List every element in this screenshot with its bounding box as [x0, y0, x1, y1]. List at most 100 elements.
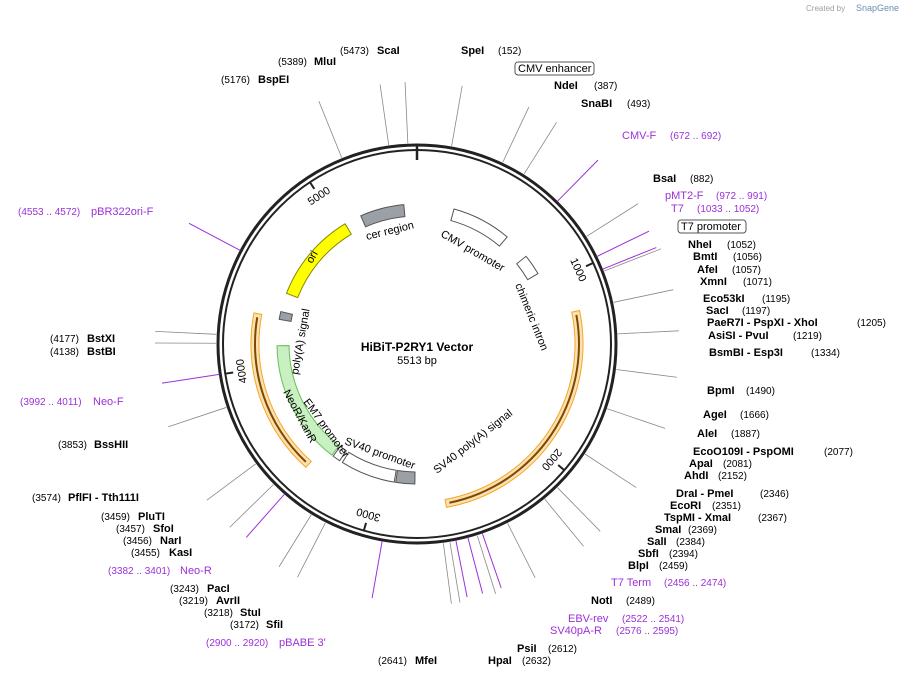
enzyme-leader-line [507, 523, 536, 579]
enzyme-pos: (2367) [758, 513, 787, 524]
enzyme-label[interactable]: KasI [169, 547, 192, 559]
enzyme-label[interactable]: SpeI [461, 45, 484, 57]
enzyme-label[interactable]: EcoRI [670, 500, 701, 512]
enzyme-label[interactable]: PaeR7I - PspXI - XhoI [707, 317, 818, 329]
enzyme-label[interactable]: AsiSI - PvuI [708, 330, 769, 342]
enzyme-label[interactable]: BstBI [87, 346, 116, 358]
enzyme-label[interactable]: SmaI [655, 524, 681, 536]
enzyme-label[interactable]: SbfI [638, 548, 659, 560]
enzyme-label[interactable]: SfoI [153, 523, 174, 535]
feature-label-ori: ori [304, 249, 321, 266]
primer-label[interactable]: pBABE 3' [279, 637, 326, 649]
tick-label: 1000 [567, 256, 588, 283]
enzyme-label[interactable]: EcoO109I - PspOMI [693, 446, 794, 458]
enzyme-label[interactable]: NheI [688, 239, 712, 251]
primer-label[interactable]: SV40pA-R [550, 625, 602, 637]
enzyme-label[interactable]: AvrII [216, 595, 240, 607]
enzyme-pos: (882) [690, 174, 713, 185]
primer-label[interactable]: CMV-F [622, 130, 657, 142]
enzyme-label[interactable]: TspMI - XmaI [664, 512, 731, 524]
enzyme-leader-line [206, 463, 256, 501]
primer-label[interactable]: T7 Term [611, 577, 651, 589]
enzyme-pos: (1666) [740, 410, 769, 421]
enzyme-pos: (4138) [50, 347, 79, 358]
enzyme-label[interactable]: MluI [314, 56, 336, 68]
enzyme-label[interactable]: SacI [706, 305, 729, 317]
primer-leader-line [161, 373, 220, 384]
primer-leader-line [455, 540, 468, 598]
enzyme-label[interactable]: MfeI [415, 655, 437, 667]
enzyme-pos: (4177) [50, 334, 79, 345]
enzyme-label[interactable]: AfeI [697, 264, 718, 276]
enzyme-leader-line [502, 106, 530, 163]
enzyme-label[interactable]: NarI [160, 535, 181, 547]
enzyme-label[interactable]: SnaBI [581, 98, 612, 110]
enzyme-label[interactable]: NotI [591, 595, 612, 607]
feature-arc [395, 469, 416, 485]
enzyme-pos: (2612) [548, 644, 577, 655]
enzyme-label[interactable]: ScaI [377, 45, 400, 57]
enzyme-label[interactable]: NdeI [554, 80, 578, 92]
enzyme-pos: (1205) [857, 318, 886, 329]
primer-label[interactable]: Neo-R [180, 565, 212, 577]
enzyme-label[interactable]: BpmI [707, 385, 735, 397]
enzyme-label[interactable]: StuI [240, 607, 261, 619]
enzyme-pos: (3243) [170, 584, 199, 595]
enzyme-leader-line [613, 289, 674, 303]
enzyme-label[interactable]: DraI - PmeI [676, 488, 733, 500]
enzyme-label[interactable]: BmtI [693, 251, 717, 263]
enzyme-label[interactable]: XmnI [700, 276, 727, 288]
enzyme-label[interactable]: Eco53kI [703, 293, 745, 305]
orf-band [444, 309, 584, 508]
enzyme-pos: (1052) [727, 240, 756, 251]
enzyme-label[interactable]: PluTI [138, 511, 165, 523]
enzyme-pos: (1197) [742, 306, 770, 317]
primer-leader-line [602, 247, 657, 270]
enzyme-label[interactable]: BlpI [628, 560, 649, 572]
primer-label[interactable]: T7 [671, 203, 684, 215]
primer-range: (4553 .. 4572) [18, 207, 80, 218]
enzyme-label[interactable]: AhdI [684, 470, 708, 482]
enzyme-label[interactable]: BspEI [258, 74, 289, 86]
label-layer: SpeI (152) NdeI (387) SnaBI (493) CMV-F … [18, 45, 886, 667]
enzyme-label[interactable]: AleI [697, 428, 717, 440]
enzyme-label[interactable]: SfiI [266, 619, 283, 631]
enzyme-leader-line [318, 100, 343, 158]
enzyme-label[interactable]: BssHII [94, 439, 128, 451]
enzyme-leader-line [168, 407, 227, 428]
enzyme-label[interactable]: HpaI [488, 655, 512, 667]
cmv-enhancer-label: CMV enhancer [518, 63, 592, 75]
enzyme-label[interactable]: ApaI [689, 458, 713, 470]
primer-label[interactable]: pBR322ori-F [91, 206, 154, 218]
enzyme-pos: (3219) [179, 596, 208, 607]
primer-range: (3992 .. 4011) [20, 397, 82, 408]
enzyme-pos: (387) [594, 81, 617, 92]
feature-arc [278, 310, 294, 323]
enzyme-pos: (3457) [116, 524, 145, 535]
tick-mark [225, 371, 234, 375]
enzyme-label[interactable]: BsmBI - Esp3I [709, 347, 783, 359]
enzyme-label[interactable]: AgeI [703, 409, 727, 421]
enzyme-label[interactable]: PacI [207, 583, 230, 595]
primer-label[interactable]: EBV-rev [568, 613, 609, 625]
enzyme-leader-line [604, 248, 662, 272]
backbone-outer-ring [216, 143, 618, 545]
feature-arc [516, 255, 539, 281]
primer-leader-line [481, 532, 502, 589]
created-by-text: Created by [806, 4, 845, 13]
enzyme-label[interactable]: PflFI - Tth111I [68, 492, 139, 504]
orf-layer [250, 309, 584, 508]
enzyme-label[interactable]: BstXI [87, 333, 115, 345]
primer-range: (3382 .. 3401) [108, 566, 170, 577]
enzyme-label[interactable]: BsaI [653, 173, 676, 185]
enzyme-label[interactable]: PsiI [517, 643, 537, 655]
feature-arc [341, 451, 397, 483]
enzyme-label[interactable]: SalI [647, 536, 667, 548]
primer-range: (1033 .. 1052) [697, 204, 759, 215]
primer-range: (972 .. 991) [716, 191, 767, 202]
primer-label[interactable]: pMT2-F [665, 190, 704, 202]
primer-label[interactable]: Neo-F [93, 396, 124, 408]
enzyme-leader-line [449, 542, 461, 603]
primer-range: (2522 .. 2541) [622, 614, 684, 625]
primer-leader-line [245, 493, 286, 538]
